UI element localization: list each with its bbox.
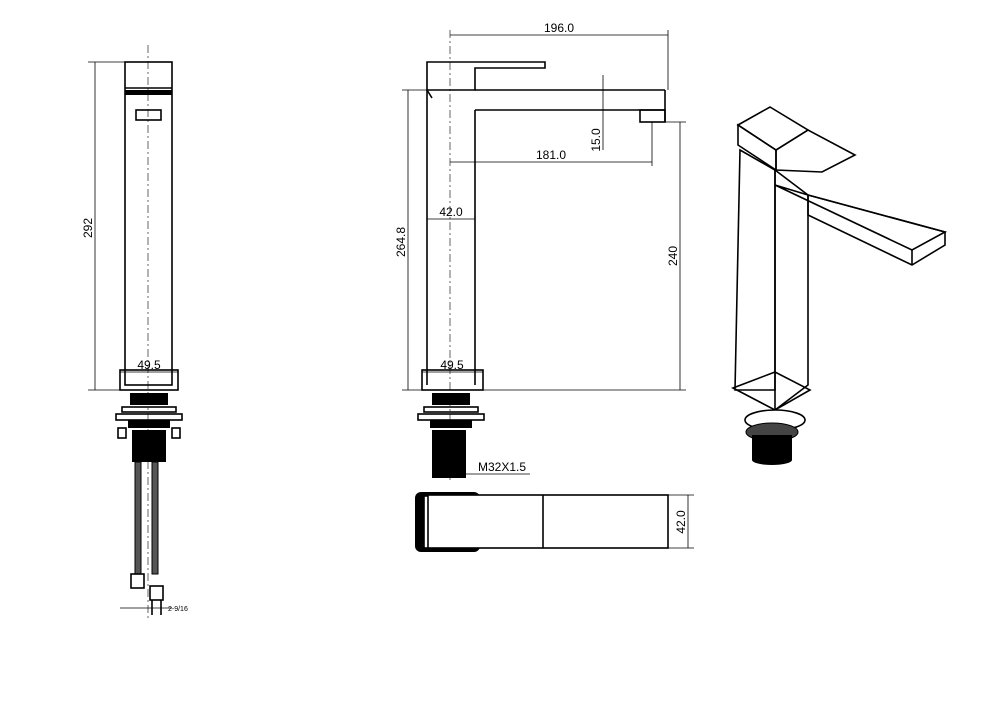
top-view: 42.0 <box>415 492 694 552</box>
front-base-width-label: 49.5 <box>440 358 464 372</box>
overall-reach-label: 196.0 <box>544 21 574 35</box>
left-height-label: 292 <box>81 218 95 238</box>
thread-size-label: M32X1.5 <box>478 460 526 474</box>
top-depth-label: 42.0 <box>674 510 688 534</box>
front-view: 196.0 181.0 15.0 42.0 264.8 240 49.5 M32… <box>394 21 686 480</box>
isometric-view <box>731 106 948 465</box>
body-height-label: 264.8 <box>394 227 408 257</box>
spout-height-label: 240 <box>666 246 680 266</box>
side-view: 2-9/16 292 49.5 <box>81 45 188 620</box>
hose-thread-label: 2-9/16 <box>168 606 188 613</box>
body-width-label: 42.0 <box>439 205 463 219</box>
spout-reach-label: 181.0 <box>536 148 566 162</box>
spout-thickness-label: 15.0 <box>589 128 603 152</box>
left-base-width-label: 49.5 <box>137 358 161 372</box>
